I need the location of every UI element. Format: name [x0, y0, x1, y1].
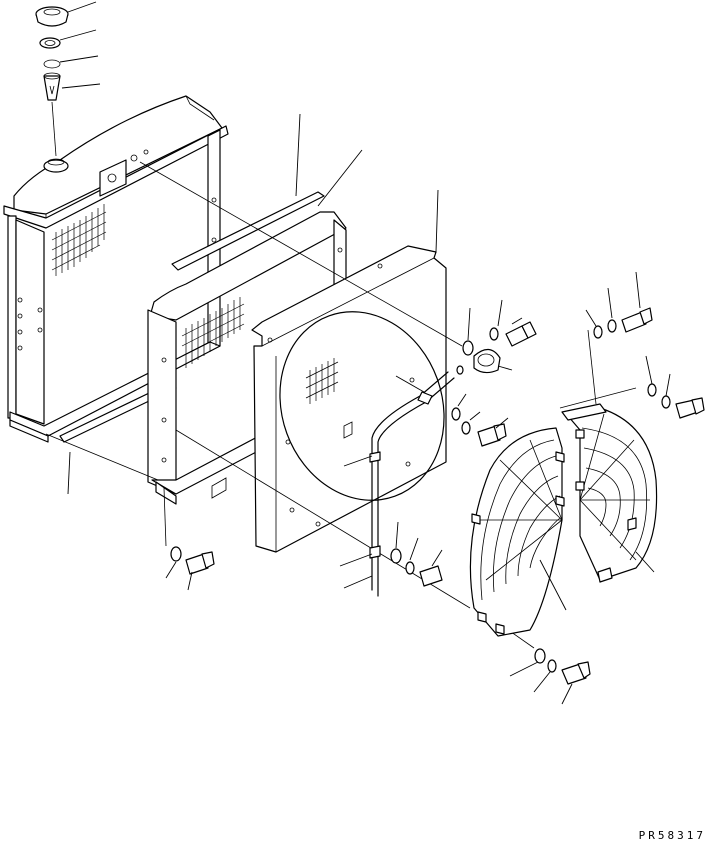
- o-ring: [43, 59, 61, 69]
- leader-lines-fastener-bottom: [509, 661, 573, 705]
- leader-shroud-plate: [435, 189, 439, 253]
- leader-fan-guard-front: [539, 559, 567, 611]
- overflow-hose: [369, 371, 455, 597]
- fastener-set-upper: [456, 321, 537, 375]
- leader-lines-hose: [339, 375, 425, 589]
- upper-support-bar: [171, 191, 325, 271]
- cap-gasket: [39, 37, 61, 49]
- fastener-set-mid: [451, 407, 507, 447]
- fastener-set-right-mid: [647, 383, 705, 419]
- fan-guard-front: [469, 427, 565, 637]
- leader-lines-fastener-upper: [467, 299, 523, 371]
- leader-lines-fastener-left: [165, 561, 193, 591]
- cap-axis-line: [51, 101, 57, 157]
- fastener-set-lower-hose: [390, 548, 443, 587]
- assembly-lines: [45, 161, 637, 649]
- leader-upper-bar: [295, 113, 301, 197]
- radiator-cap: [35, 6, 69, 27]
- leader-bar: [67, 451, 71, 495]
- leader-lines-fastener-lower-hose: [395, 521, 443, 567]
- filler-neck: [43, 72, 61, 101]
- fastener-set-left: [170, 546, 215, 575]
- leader-lines-fastener-mid: [457, 393, 509, 429]
- drawing-code: PR58317: [638, 829, 706, 842]
- leader-shroud-frame: [317, 149, 363, 207]
- leader-lines-cap: [59, 1, 101, 89]
- fan-shroud-plate: [251, 245, 447, 553]
- leader-lines-fastener-right-mid: [645, 355, 671, 397]
- fastener-set-bottom: [534, 648, 591, 685]
- leader-lines-fastener-right-upper: [585, 271, 641, 327]
- leader-fan-guard-rear: [635, 551, 655, 573]
- fan-guard-rear: [561, 403, 658, 583]
- radiator-assembly: [3, 95, 229, 443]
- fastener-set-right-upper: [593, 307, 653, 339]
